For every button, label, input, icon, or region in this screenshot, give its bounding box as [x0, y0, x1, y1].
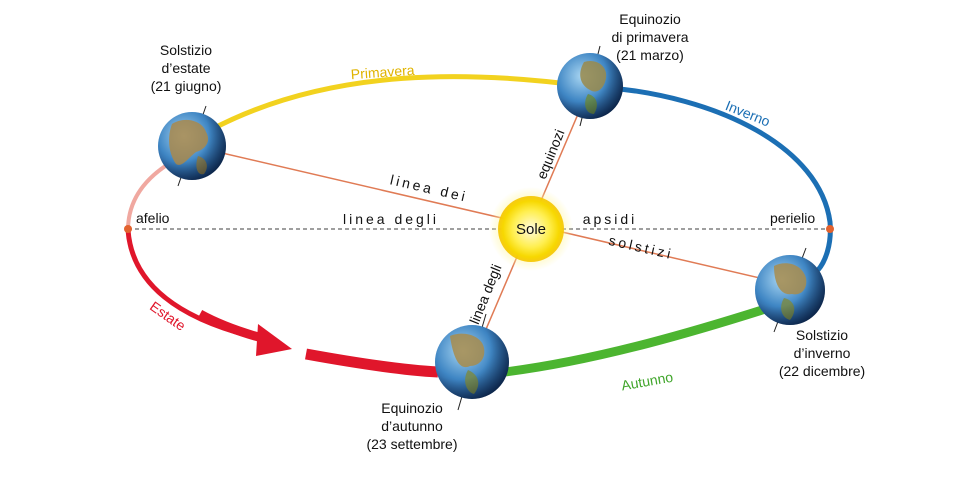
orbit-autumn-segment: [504, 300, 780, 377]
earth-globe-autumn-equinox: [435, 313, 509, 411]
svg-text:(22 dicembre): (22 dicembre): [779, 363, 865, 379]
earth-globe-spring-equinox: [557, 45, 623, 127]
earth-globe-winter-solstice: [755, 247, 825, 333]
summer-arrow-wide: [197, 310, 264, 343]
aphelion-point: [124, 225, 132, 233]
earth-globe-summer-solstice: [158, 105, 226, 187]
autumn-equinox-label: Equinozio d’autunno (23 settembre): [366, 400, 457, 452]
perihelion-label: perielio: [770, 210, 815, 226]
svg-text:(21 marzo): (21 marzo): [616, 47, 684, 63]
svg-text:d’autunno: d’autunno: [381, 418, 443, 434]
sun-icon: [498, 196, 564, 262]
season-label-spring: Primavera: [350, 62, 415, 82]
apsides-line-label-b: apsidi: [583, 211, 638, 227]
svg-text:Solstizio: Solstizio: [796, 327, 848, 343]
svg-text:Equinozio: Equinozio: [619, 11, 681, 27]
orbit-winter-segment: [599, 84, 833, 272]
solstices-line-label-a: linea dei: [389, 171, 470, 204]
orbit-spring-segment: [203, 74, 586, 136]
svg-text:(21 giugno): (21 giugno): [151, 78, 222, 94]
season-label-autumn: Autunno: [620, 369, 674, 394]
season-label-summer: Estate: [147, 298, 189, 334]
orbit-summer-segment: [305, 348, 439, 378]
apsides-line-label-a: linea degli: [343, 211, 439, 227]
summer-arrow-head: [256, 324, 292, 356]
perihelion-point: [826, 225, 834, 233]
aphelion-label: afelio: [136, 210, 170, 226]
summer-solstice-label: Solstizio d’estate (21 giugno): [151, 42, 222, 94]
svg-text:d’inverno: d’inverno: [794, 345, 851, 361]
spring-equinox-label: Equinozio di primavera (21 marzo): [611, 11, 688, 63]
equinoxes-line-label-b: equinozi: [533, 127, 567, 181]
winter-solstice-label: Solstizio d’inverno (22 dicembre): [779, 327, 865, 379]
svg-text:Equinozio: Equinozio: [381, 400, 443, 416]
svg-text:Solstizio: Solstizio: [160, 42, 212, 58]
svg-text:d’estate: d’estate: [161, 60, 210, 76]
solstices-line-label-b: solstizi: [607, 232, 675, 262]
svg-text:(23 settembre): (23 settembre): [366, 436, 457, 452]
solstices-line: [191, 145, 791, 286]
svg-text:di primavera: di primavera: [611, 29, 688, 45]
sun-label: Sole: [516, 221, 546, 238]
